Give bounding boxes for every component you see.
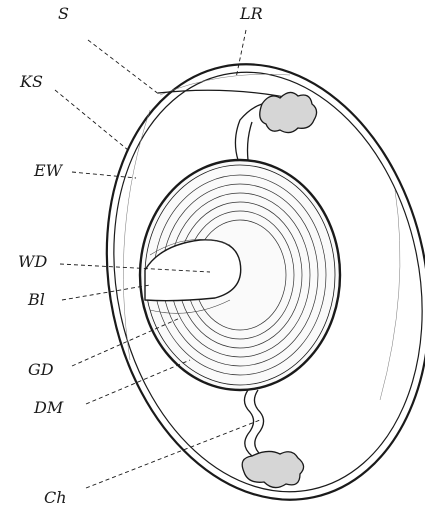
label-bl: Bl [28, 292, 45, 308]
label-ks: KS [20, 74, 43, 90]
upper-chalaza [235, 92, 316, 160]
label-s: S [58, 6, 69, 22]
leader-ks [55, 90, 128, 150]
label-gd: GD [28, 362, 54, 378]
lower-chalaza [242, 390, 303, 488]
leader-bl [62, 285, 150, 300]
yolk [140, 160, 340, 390]
leader-s [88, 40, 160, 95]
leader-dm [86, 360, 190, 404]
label-lr: LR [240, 6, 263, 22]
label-dm: DM [34, 400, 63, 416]
label-ch: Ch [44, 490, 67, 506]
label-wd: WD [18, 254, 47, 270]
label-ew: EW [34, 163, 62, 179]
leader-lr [236, 30, 246, 78]
